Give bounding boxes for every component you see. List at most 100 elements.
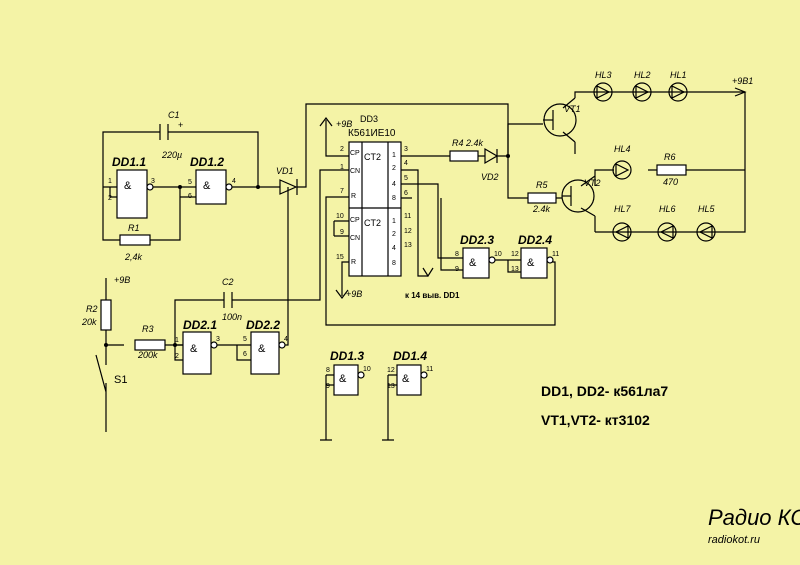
svg-text:+9В: +9В xyxy=(114,275,130,285)
resistor-r5: R5 2.4k xyxy=(527,180,557,214)
gate-dd1-3: DD1.3 & 8 9 10 xyxy=(326,349,371,396)
svg-text:12: 12 xyxy=(404,228,412,235)
gate-dd1-4: DD1.4 & 12 13 11 xyxy=(387,349,433,396)
svg-text:&: & xyxy=(258,343,266,355)
svg-text:5: 5 xyxy=(243,336,247,343)
svg-text:VD2: VD2 xyxy=(481,172,499,182)
svg-text:15: 15 xyxy=(336,254,344,261)
wires-osc1 xyxy=(102,131,280,241)
svg-text:13: 13 xyxy=(404,242,412,249)
svg-text:1: 1 xyxy=(392,218,396,225)
svg-text:12: 12 xyxy=(511,251,519,258)
svg-text:CN: CN xyxy=(350,235,360,242)
svg-text:HL7: HL7 xyxy=(614,204,632,214)
transistor-vt2: VT2 xyxy=(561,178,601,213)
wires-dd2-1-2 xyxy=(174,187,289,361)
label-dd3: DD3 xyxy=(360,114,378,124)
svg-text:CP: CP xyxy=(350,217,360,224)
svg-text:HL4: HL4 xyxy=(614,144,631,154)
svg-text:3: 3 xyxy=(216,336,220,343)
counter-dd3: DD3 К561ИЕ10 CT2 CT2 CP CN R CP CN R 1 2… xyxy=(336,114,412,277)
svg-text:R: R xyxy=(351,193,356,200)
gate-dd2-3: DD2.3 & 8 9 10 xyxy=(455,233,502,279)
svg-text:8: 8 xyxy=(392,195,396,202)
svg-text:2: 2 xyxy=(108,195,112,202)
note-pin14: к 14 выв. DD1 xyxy=(405,291,460,300)
led-hl7: HL7 xyxy=(612,204,632,242)
supply-arrow xyxy=(734,87,747,97)
svg-text:2.4k: 2.4k xyxy=(465,138,484,148)
svg-text:S1: S1 xyxy=(114,374,127,386)
gate-dd2-4: DD2.4 & 12 13 11 xyxy=(511,233,559,279)
wires-dd2-3-4 xyxy=(440,198,521,273)
label-dd2-3: DD2.3 xyxy=(460,233,494,247)
wires-transistors xyxy=(497,91,614,233)
svg-text:6: 6 xyxy=(404,190,408,197)
svg-text:11: 11 xyxy=(426,366,433,373)
wires-leds xyxy=(595,91,746,233)
svg-text:VT1: VT1 xyxy=(564,104,581,114)
svg-text:C2: C2 xyxy=(222,277,234,287)
gate-dd2-1: DD2.1 & 1 2 3 xyxy=(175,318,220,375)
resistor-r3: R3 200k xyxy=(134,324,166,360)
label-dd2-1: DD2.1 xyxy=(183,318,217,332)
svg-text:2: 2 xyxy=(392,165,396,172)
svg-text:4: 4 xyxy=(404,160,408,167)
svg-text:10: 10 xyxy=(363,366,371,373)
led-hl2: HL2 xyxy=(632,70,652,102)
svg-text:R4: R4 xyxy=(452,138,464,148)
svg-text:13: 13 xyxy=(511,266,519,273)
svg-text:220µ: 220µ xyxy=(161,150,182,160)
led-hl4: HL4 xyxy=(612,144,632,180)
svg-text:R6: R6 xyxy=(664,152,676,162)
svg-text:2: 2 xyxy=(392,231,396,238)
diode-vd1: VD1 xyxy=(276,166,298,195)
svg-text:10: 10 xyxy=(494,251,502,258)
svg-text:&: & xyxy=(527,257,535,269)
svg-text:12: 12 xyxy=(387,367,395,374)
svg-text:VD1: VD1 xyxy=(276,166,294,176)
svg-text:10: 10 xyxy=(336,213,344,220)
parts-note-vt: VT1,VT2- кт3102 xyxy=(541,412,650,428)
svg-text:&: & xyxy=(190,343,198,355)
svg-text:5: 5 xyxy=(404,175,408,182)
switch-s1: S1 xyxy=(114,374,127,386)
label-dd2-4: DD2.4 xyxy=(518,233,552,247)
svg-text:R3: R3 xyxy=(142,324,154,334)
label-dd1-1: DD1.1 xyxy=(112,155,146,169)
wires-unused-gates xyxy=(320,374,397,441)
svg-text:R1: R1 xyxy=(128,223,140,233)
svg-text:1: 1 xyxy=(108,178,112,185)
svg-text:2: 2 xyxy=(340,146,344,153)
svg-text:HL5: HL5 xyxy=(698,204,716,214)
svg-text:&: & xyxy=(203,180,211,192)
svg-text:6: 6 xyxy=(243,351,247,358)
svg-text:1: 1 xyxy=(392,152,396,159)
svg-text:CT2: CT2 xyxy=(364,218,381,228)
svg-text:3: 3 xyxy=(404,146,408,153)
svg-text:&: & xyxy=(339,373,347,385)
diode-vd2: VD2 xyxy=(478,147,499,182)
svg-text:1: 1 xyxy=(175,337,179,344)
svg-text:2.4k: 2.4k xyxy=(532,204,551,214)
svg-text:20k: 20k xyxy=(81,317,97,327)
resistor-r6: R6 470 xyxy=(656,152,687,187)
capacitor-c1: + C1 220µ xyxy=(159,110,183,160)
svg-text:VT2: VT2 xyxy=(584,178,601,188)
svg-text:200k: 200k xyxy=(137,350,158,360)
parts-note-dd: DD1, DD2- к561ла7 xyxy=(541,383,668,399)
svg-text:13: 13 xyxy=(387,383,395,390)
svg-text:CN: CN xyxy=(350,168,360,175)
resistor-r1: R1 2,4k xyxy=(119,223,151,262)
svg-text:100n: 100n xyxy=(222,312,242,322)
transistor-vt1: VT1 xyxy=(543,103,581,137)
label-dd1-3: DD1.3 xyxy=(330,349,364,363)
svg-text:4: 4 xyxy=(232,178,236,185)
svg-text:HL6: HL6 xyxy=(659,204,676,214)
svg-text:4: 4 xyxy=(392,181,396,188)
svg-text:+: + xyxy=(178,120,183,130)
led-hl6: HL6 xyxy=(657,204,677,242)
svg-text:9: 9 xyxy=(326,383,330,390)
svg-text:HL3: HL3 xyxy=(595,70,612,80)
svg-text:4: 4 xyxy=(392,245,396,252)
